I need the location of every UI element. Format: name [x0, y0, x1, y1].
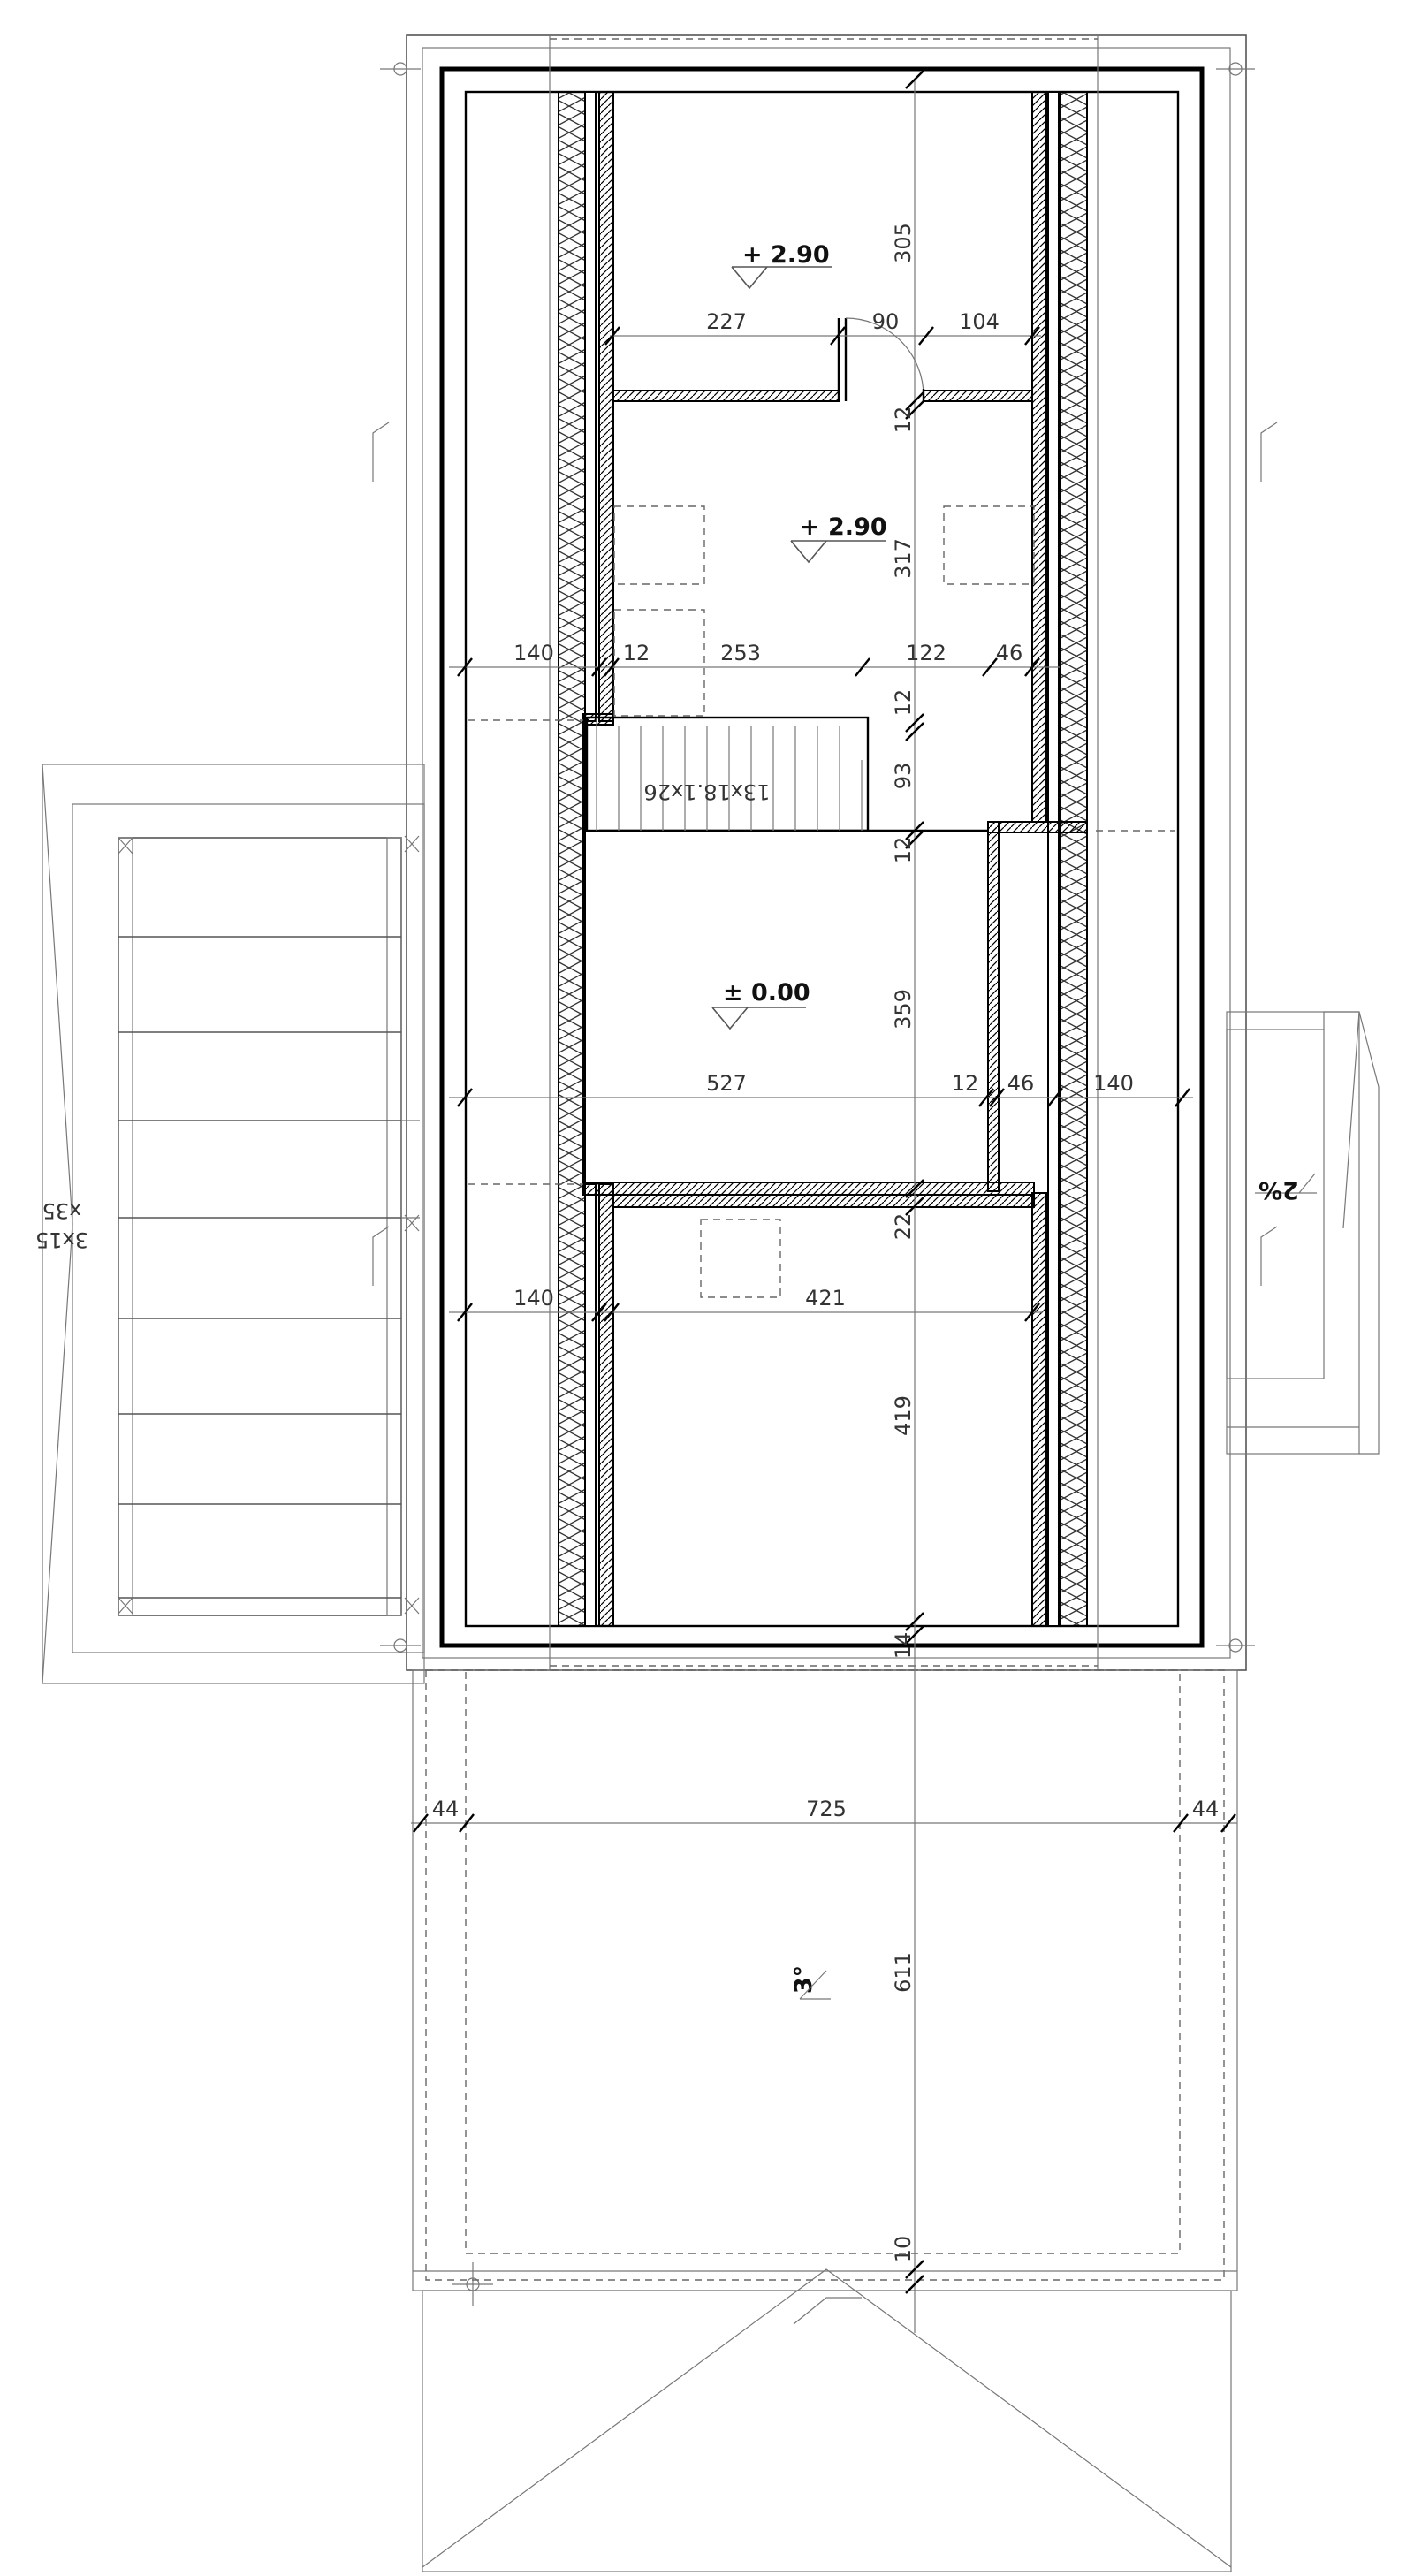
dim-12d: 12 [891, 837, 916, 864]
external-stair-spec-2: x35 [42, 1198, 82, 1223]
skylights [468, 505, 1175, 1298]
dim-46a: 46 [996, 641, 1023, 665]
level-middle-room: + 2.90 [800, 513, 887, 541]
dim-140c: 140 [513, 1286, 554, 1311]
dim-140b: 140 [1093, 1071, 1134, 1096]
slope-annex-label: 2% [1258, 1176, 1299, 1204]
dim-253: 253 [720, 641, 761, 665]
gable-roof [422, 2268, 1232, 2572]
dim-22: 22 [891, 1213, 916, 1241]
dim-305: 305 [891, 223, 916, 263]
dim-10: 10 [891, 2236, 916, 2263]
level-markers: + 2.90 + 2.90 ± 0.00 [711, 241, 887, 1030]
level-ground: ± 0.00 [723, 979, 810, 1007]
dimension-ticks [413, 70, 1236, 2294]
external-stair-spec-1: 3x15 [35, 1227, 88, 1252]
dim-104: 104 [959, 309, 1000, 334]
dim-725: 725 [806, 1797, 847, 1821]
external-staircase: 3x15 x35 [35, 764, 425, 1684]
stair-spec-label: 13x18.1x26 [644, 779, 771, 804]
dim-611: 611 [891, 1952, 916, 1993]
dim-317: 317 [891, 538, 916, 579]
dim-419: 419 [891, 1395, 916, 1436]
dim-227: 227 [706, 309, 747, 334]
level-top-room: + 2.90 [742, 241, 830, 269]
dim-359: 359 [891, 989, 916, 1030]
dim-93: 93 [891, 763, 916, 790]
dim-90: 90 [872, 309, 900, 334]
dim-140a: 140 [513, 641, 554, 665]
dim-14: 14 [891, 1632, 916, 1660]
dim-12a: 12 [891, 407, 916, 434]
dim-122: 122 [906, 641, 946, 665]
slope-terrace-label: 3° [790, 1965, 817, 1994]
dim-527: 527 [706, 1071, 747, 1096]
dim-421: 421 [805, 1286, 846, 1311]
dim-46b: 46 [1007, 1071, 1035, 1096]
dim-44a: 44 [432, 1797, 460, 1821]
dim-12b: 12 [623, 641, 650, 665]
dim-44b: 44 [1192, 1797, 1220, 1821]
dimension-labels: 305 227 90 104 12 317 140 12 253 122 46 … [432, 223, 1220, 2262]
dim-12e: 12 [952, 1071, 979, 1096]
right-annex: 2% [1226, 1011, 1380, 1455]
internal-staircase [585, 716, 870, 832]
building-outline [372, 34, 1278, 2306]
insulated-walls [558, 91, 1088, 1627]
terrace: 3° [412, 1669, 1238, 2291]
dim-12c: 12 [891, 689, 916, 717]
